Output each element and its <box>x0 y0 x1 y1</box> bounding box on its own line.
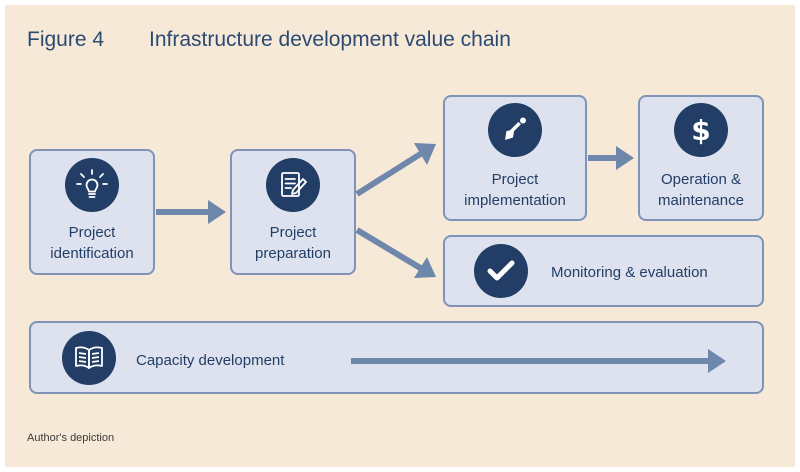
project-identification-label: Project identification <box>50 224 134 262</box>
arrow-capacity-development <box>351 349 726 373</box>
checkmark-icon <box>474 244 528 298</box>
arrow-preparation-to-monitoring <box>355 227 436 278</box>
figure-source: Author's depiction <box>27 432 115 444</box>
project-identification-box <box>29 149 155 275</box>
capacity-development-label: Capacity development <box>136 352 285 369</box>
monitoring-evaluation-label: Monitoring & evaluation <box>551 264 708 281</box>
open-book-icon <box>62 331 116 385</box>
arrow-identification-to-preparation <box>156 200 226 224</box>
lightbulb-icon <box>65 158 119 212</box>
capacity-development-box <box>29 321 764 394</box>
operation-maintenance-label: Operation & maintenance <box>658 171 744 209</box>
figure-title: Figure 4 Infrastructure development value… <box>27 28 511 52</box>
arrow-preparation-to-implementation <box>355 143 436 197</box>
svg-text:$: $ <box>691 114 710 147</box>
arrow-implementation-to-operation <box>588 146 634 170</box>
dollar-icon: $ <box>674 103 728 157</box>
checklist-pencil-icon <box>266 158 320 212</box>
shovel-icon <box>488 103 542 157</box>
project-preparation-label: Project preparation <box>255 224 331 262</box>
figure-number: Figure 4 <box>27 28 105 51</box>
figure-title-text: Infrastructure development value chain <box>149 28 511 51</box>
project-implementation-label: Project implementation <box>464 171 566 209</box>
